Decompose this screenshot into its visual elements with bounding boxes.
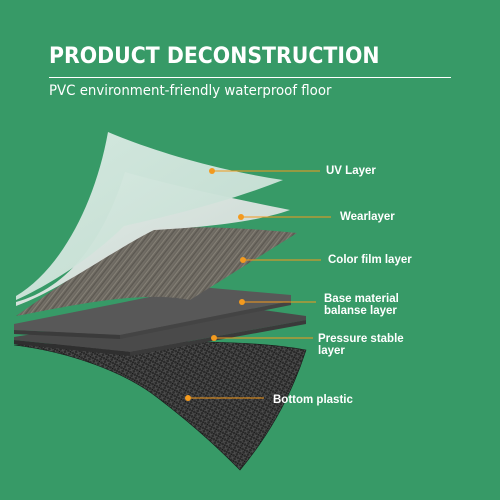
- title-divider: [49, 77, 451, 78]
- callout-dot: [239, 299, 245, 305]
- label-uv-layer: UV Layer: [326, 165, 376, 177]
- label-color-film-layer: Color film layer: [328, 254, 412, 266]
- callout-dots: [185, 168, 246, 401]
- color-film-layer: [16, 227, 297, 316]
- label-wearlayer: Wearlayer: [340, 211, 395, 223]
- bottom-plastic-layer: [13, 341, 307, 471]
- label-bottom-plastic: Bottom plastic: [273, 394, 353, 406]
- callout-dot: [209, 168, 215, 174]
- label-pressure-stable-layer: Pressure stable layer: [318, 333, 404, 357]
- base-material-balance-layer: [14, 287, 291, 335]
- page-subtitle: PVC environment-friendly waterproof floo…: [49, 83, 332, 99]
- page-title: PRODUCT DECONSTRUCTION: [49, 44, 380, 69]
- label-base-material-balanse-layer: Base material balanse layer: [324, 293, 399, 317]
- wear-layer: [16, 172, 290, 306]
- callout-dot: [211, 335, 217, 341]
- callout-dot: [240, 257, 246, 263]
- uv-layer: [16, 132, 283, 300]
- callout-lines: [188, 170, 331, 399]
- callout-dot: [185, 395, 191, 401]
- callout-dot: [238, 214, 244, 220]
